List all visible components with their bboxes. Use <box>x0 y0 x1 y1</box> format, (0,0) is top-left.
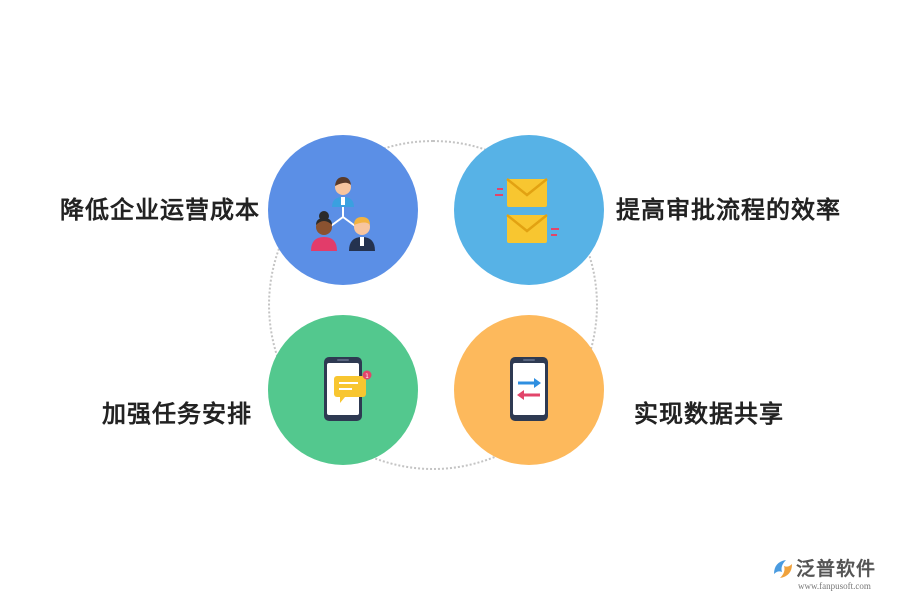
svg-text:1: 1 <box>365 373 369 380</box>
label-reduce-cost: 降低企业运营成本 <box>60 196 260 224</box>
bubble-approval-efficiency <box>454 135 604 285</box>
phone-message-icon: 1 <box>324 357 372 421</box>
label-data-sharing: 实现数据共享 <box>634 400 784 428</box>
logo-mark-icon <box>774 560 792 578</box>
bubble-reduce-cost <box>268 135 418 285</box>
label-task-arrangement: 加强任务安排 <box>102 400 252 428</box>
dotted-ring <box>268 140 598 470</box>
bubble-data-sharing <box>454 315 604 465</box>
envelope-icon <box>495 178 559 243</box>
label-approval-efficiency: 提高审批流程的效率 <box>616 196 841 224</box>
brand-logo: 泛普软件 www.fanpusoft.com <box>770 554 895 596</box>
bubble-task-arrangement: 1 <box>268 315 418 465</box>
logo-name: 泛普软件 <box>796 558 877 580</box>
team-hierarchy-icon <box>311 177 375 251</box>
logo-url: www.fanpusoft.com <box>798 581 871 591</box>
phone-transfer-icon <box>510 357 548 421</box>
